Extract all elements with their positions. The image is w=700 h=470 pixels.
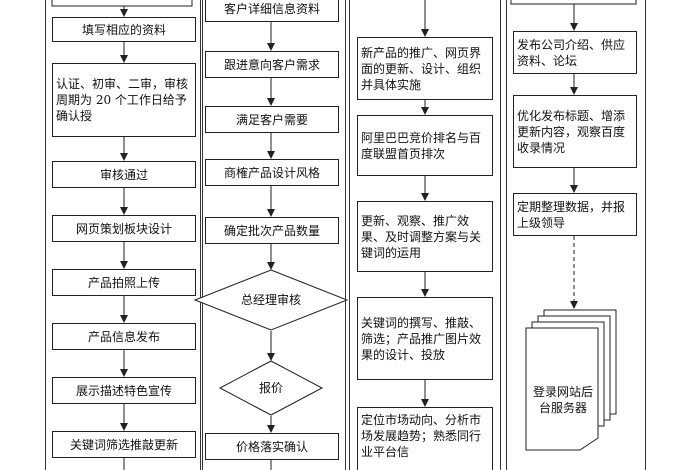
company-intro-label: 发布公司介绍、供应资料、论坛 (517, 37, 626, 68)
optimize-title-label: 优化发布标题、增添更新内容，观察百度收录情况 (517, 108, 626, 155)
quote-decision: 报价 (241, 380, 301, 396)
optimize-title-box: 优化发布标题、增添更新内容，观察百度收录情况 (513, 95, 637, 168)
price-confirm-label: 价格落实确认 (235, 439, 308, 454)
page-planning-label: 网页策划板块设计 (75, 221, 172, 236)
quote-label: 报价 (258, 381, 283, 395)
price-confirm-box: 价格落实确认 (205, 433, 339, 460)
design-style-box: 商榷产品设计风格 (205, 159, 339, 186)
batch-quantity-label: 确定批次产品数量 (223, 223, 320, 238)
review-period-label: 认证、初审、二审，审核周期为 20 个工作日给予确认授 (56, 77, 189, 123)
server-login-label-wrap: 登录网站后台服务器 (530, 372, 596, 428)
review-passed-label: 审核通过 (99, 167, 148, 182)
photo-upload-box: 产品拍照上传 (52, 269, 196, 296)
gm-review-decision: 总经理审核 (221, 292, 321, 308)
feature-promo-label: 展示描述特色宣传 (75, 383, 172, 398)
keyword-writing-box: 关键词的撰写、推敲、筛选；产品推广图片效果的设计、投放 (357, 297, 493, 380)
fill-info-box: 填写相应的资料 (52, 17, 196, 42)
review-passed-box: 审核通过 (52, 161, 196, 188)
column-4-frame (506, 0, 646, 470)
keyword-writing-label: 关键词的撰写、推敲、筛选；产品推广图片效果的设计、投放 (361, 315, 482, 362)
server-stack (525, 309, 617, 451)
feature-promo-box: 展示描述特色宣传 (52, 377, 196, 404)
adjust-plan-box: 更新、观察、推广效果、及时调整方案与关键词的运用 (357, 201, 493, 272)
ranking-box: 阿里巴巴竞价排名与百度联盟首页排次 (357, 115, 493, 176)
satisfy-customer-label: 满足客户需要 (235, 112, 308, 127)
product-publish-label: 产品信息发布 (87, 329, 160, 344)
column-2-frame (200, 0, 346, 470)
satisfy-customer-box: 满足客户需要 (205, 106, 339, 133)
decision-diamonds (193, 269, 349, 416)
customer-info-box: 客户详细信息资料 (205, 0, 339, 22)
data-report-box: 定期整理数据，并报上级领导 (513, 193, 637, 236)
follow-up-label: 跟进意向客户需求 (223, 57, 320, 72)
fill-info-label: 填写相应的资料 (81, 22, 166, 37)
photo-upload-label: 产品拍照上传 (87, 275, 160, 290)
data-report-label: 定期整理数据，并报上级领导 (517, 199, 626, 230)
customer-info-label: 客户详细信息资料 (223, 2, 320, 16)
batch-quantity-box: 确定批次产品数量 (205, 217, 339, 244)
keyword-update-box: 关键词筛选推敲更新 (52, 431, 196, 458)
new-product-promo-label: 新产品的推广、网页界面的更新、设计、组织并具体实施 (361, 45, 482, 92)
top-edge-boxes (51, 0, 637, 7)
keyword-update-label: 关键词筛选推敲更新 (69, 437, 178, 452)
company-intro-box: 发布公司介绍、供应资料、论坛 (513, 31, 637, 74)
design-style-label: 商榷产品设计风格 (223, 165, 320, 180)
new-product-promo-box: 新产品的推广、网页界面的更新、设计、组织并具体实施 (357, 37, 493, 100)
follow-up-box: 跟进意向客户需求 (205, 51, 339, 78)
column-1-frame (45, 0, 203, 470)
market-trend-box: 定位市场动向、分析市场发展趋势；熟悉同行业平台信 (357, 407, 493, 470)
adjust-plan-label: 更新、观察、推广效果、及时调整方案与关键词的运用 (361, 213, 482, 260)
gm-review-label: 总经理审核 (240, 293, 301, 307)
column-3-frame (349, 0, 501, 470)
ranking-label: 阿里巴巴竞价排名与百度联盟首页排次 (361, 130, 482, 161)
server-login-label: 登录网站后台服务器 (532, 385, 593, 415)
product-publish-box: 产品信息发布 (52, 323, 196, 350)
market-trend-label: 定位市场动向、分析市场发展趋势；熟悉同行业平台信 (361, 413, 482, 459)
page-planning-box: 网页策划板块设计 (52, 215, 196, 242)
review-period-box: 认证、初审、二审，审核周期为 20 个工作日给予确认授 (52, 63, 196, 137)
